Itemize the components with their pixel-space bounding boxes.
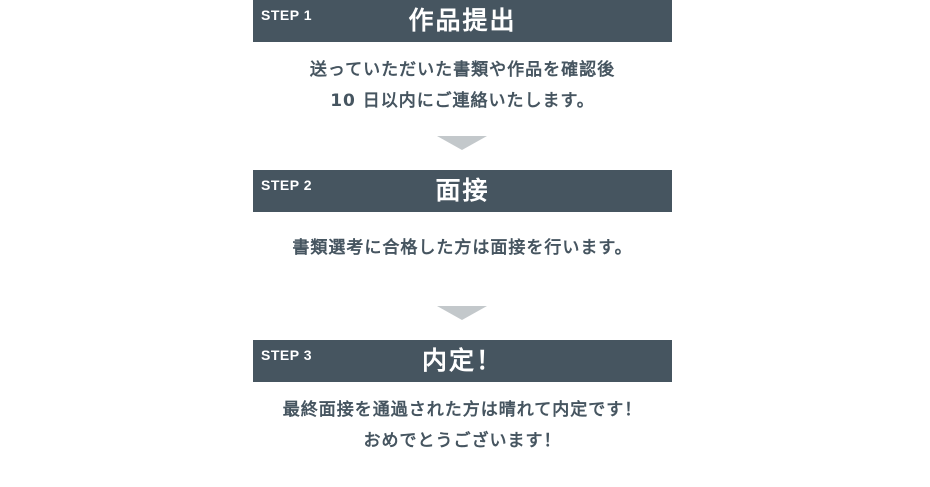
chevron-down-icon	[437, 136, 487, 150]
chevron-down-icon	[437, 306, 487, 320]
step-1-header: STEP 1 作品提出	[253, 0, 672, 42]
step-2-description: 書類選考に合格した方は面接を行います。	[253, 233, 672, 264]
step-2-desc-line: 書類選考に合格した方は面接を行います。	[292, 238, 633, 258]
step-3-label: STEP 3	[261, 347, 312, 363]
step-2-header: STEP 2 面接	[253, 170, 672, 212]
step-3-header: STEP 3 内定！	[253, 340, 672, 382]
step-2-title: 面接	[435, 176, 490, 205]
step-2-label: STEP 2	[261, 177, 312, 193]
step-3-desc-line: 最終面接を通過された方は晴れて内定です！	[282, 400, 643, 420]
step-1-desc-line: 送っていただいた書類や作品を確認後	[309, 60, 616, 80]
step-1-title: 作品提出	[408, 6, 517, 35]
step-1-desc-line: 10 日以内にご連絡いたします。	[330, 91, 595, 111]
step-1-description: 送っていただいた書類や作品を確認後 10 日以内にご連絡いたします。	[253, 55, 672, 117]
step-1-label: STEP 1	[261, 7, 312, 23]
step-3-title: 内定！	[421, 346, 503, 375]
step-3-description: 最終面接を通過された方は晴れて内定です！ おめでとうございます！	[253, 395, 672, 457]
step-3-desc-line: おめでとうございます！	[363, 431, 562, 451]
